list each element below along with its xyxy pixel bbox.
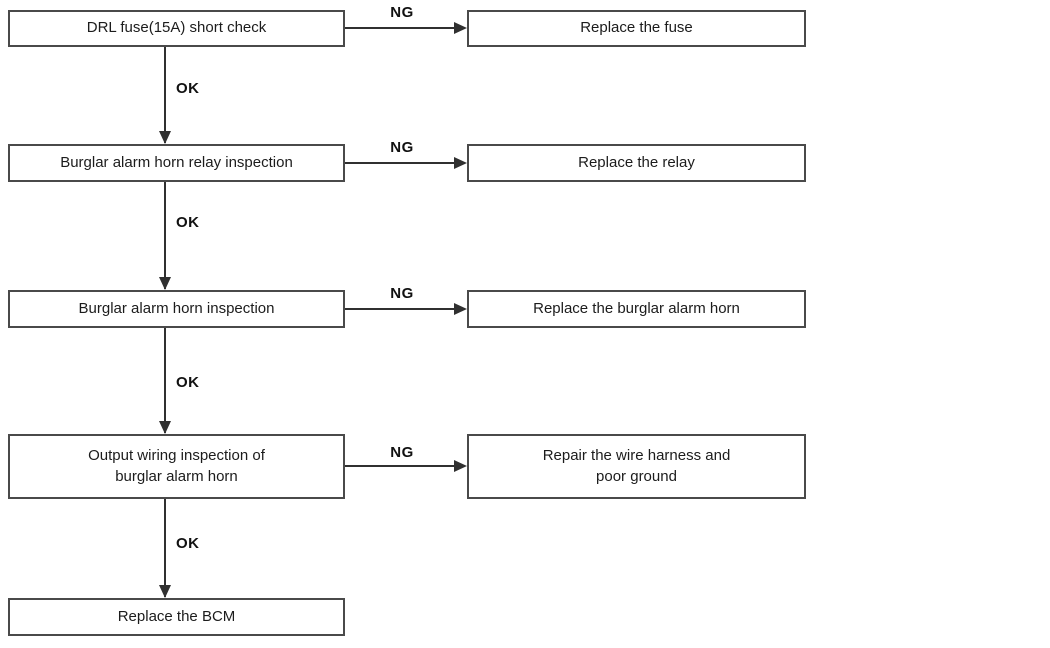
ng-edge-label-1: NG [390, 4, 414, 21]
flow-step-box-2: Burglar alarm horn relay inspection [8, 144, 345, 182]
ng-edge-label-3: NG [390, 285, 414, 302]
ok-arrow-1 [159, 47, 171, 144]
ok-arrow-2 [159, 182, 171, 290]
remedy-box-3: Replace the burglar alarm horn [467, 290, 806, 328]
flow-step-box-5: Replace the BCM [8, 598, 345, 636]
ok-edge-label-4: OK [176, 535, 200, 552]
remedy-box-2: Replace the relay [467, 144, 806, 182]
ng-arrow-1 [345, 22, 467, 34]
ok-edge-label-1: OK [176, 80, 200, 97]
ok-arrow-4 [159, 499, 171, 598]
ng-edge-label-2: NG [390, 139, 414, 156]
ok-edge-label-2: OK [176, 214, 200, 231]
remedy-box-1: Replace the fuse [467, 10, 806, 47]
ng-edge-label-4: NG [390, 444, 414, 461]
ng-arrow-2 [345, 157, 467, 169]
ok-arrow-3 [159, 328, 171, 434]
flow-step-box-4: Output wiring inspection of burglar alar… [8, 434, 345, 499]
flow-step-box-1: DRL fuse(15A) short check [8, 10, 345, 47]
remedy-box-4: Repair the wire harness and poor ground [467, 434, 806, 499]
ng-arrow-3 [345, 303, 467, 315]
ok-edge-label-3: OK [176, 374, 200, 391]
flow-step-box-3: Burglar alarm horn inspection [8, 290, 345, 328]
ng-arrow-4 [345, 460, 467, 472]
